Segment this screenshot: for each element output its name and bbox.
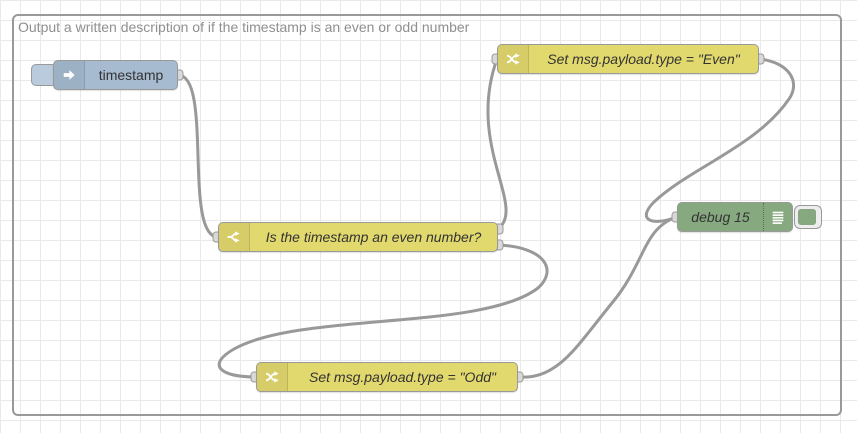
- node-change-set-even[interactable]: Set msg.payload.type = "Even": [497, 44, 759, 74]
- wire-switch-to-change-even[interactable]: [486, 57, 508, 231]
- wire-change-odd-to-debug[interactable]: [516, 215, 679, 379]
- node-label: Is the timestamp an even number?: [265, 229, 482, 245]
- wire-switch-to-change-odd[interactable]: [217, 243, 549, 379]
- node-label: debug 15: [691, 209, 750, 225]
- group-label: Output a written description of if the t…: [18, 19, 470, 35]
- node-label: Set msg.payload.type = "Odd": [309, 369, 496, 385]
- debug-toggle-inner: [798, 209, 816, 225]
- debug-toggle-button[interactable]: [794, 205, 822, 229]
- shuffle-icon: [498, 45, 529, 73]
- inject-arrow-icon: [54, 61, 85, 89]
- flow-group[interactable]: Output a written description of if the t…: [12, 14, 842, 416]
- node-debug-15[interactable]: debug 15: [677, 202, 793, 232]
- node-switch-even-check[interactable]: Is the timestamp an even number?: [218, 222, 498, 252]
- node-label: timestamp: [98, 67, 164, 83]
- branch-icon: [219, 223, 250, 251]
- wire-inject-to-switch[interactable]: [176, 73, 220, 239]
- node-label: Set msg.payload.type = "Even": [547, 51, 740, 67]
- shuffle-icon: [257, 363, 288, 391]
- wire-change-even-to-debug[interactable]: [644, 57, 796, 223]
- node-inject-timestamp[interactable]: timestamp: [53, 60, 178, 90]
- list-icon: [763, 203, 792, 231]
- node-change-set-odd[interactable]: Set msg.payload.type = "Odd": [256, 362, 518, 392]
